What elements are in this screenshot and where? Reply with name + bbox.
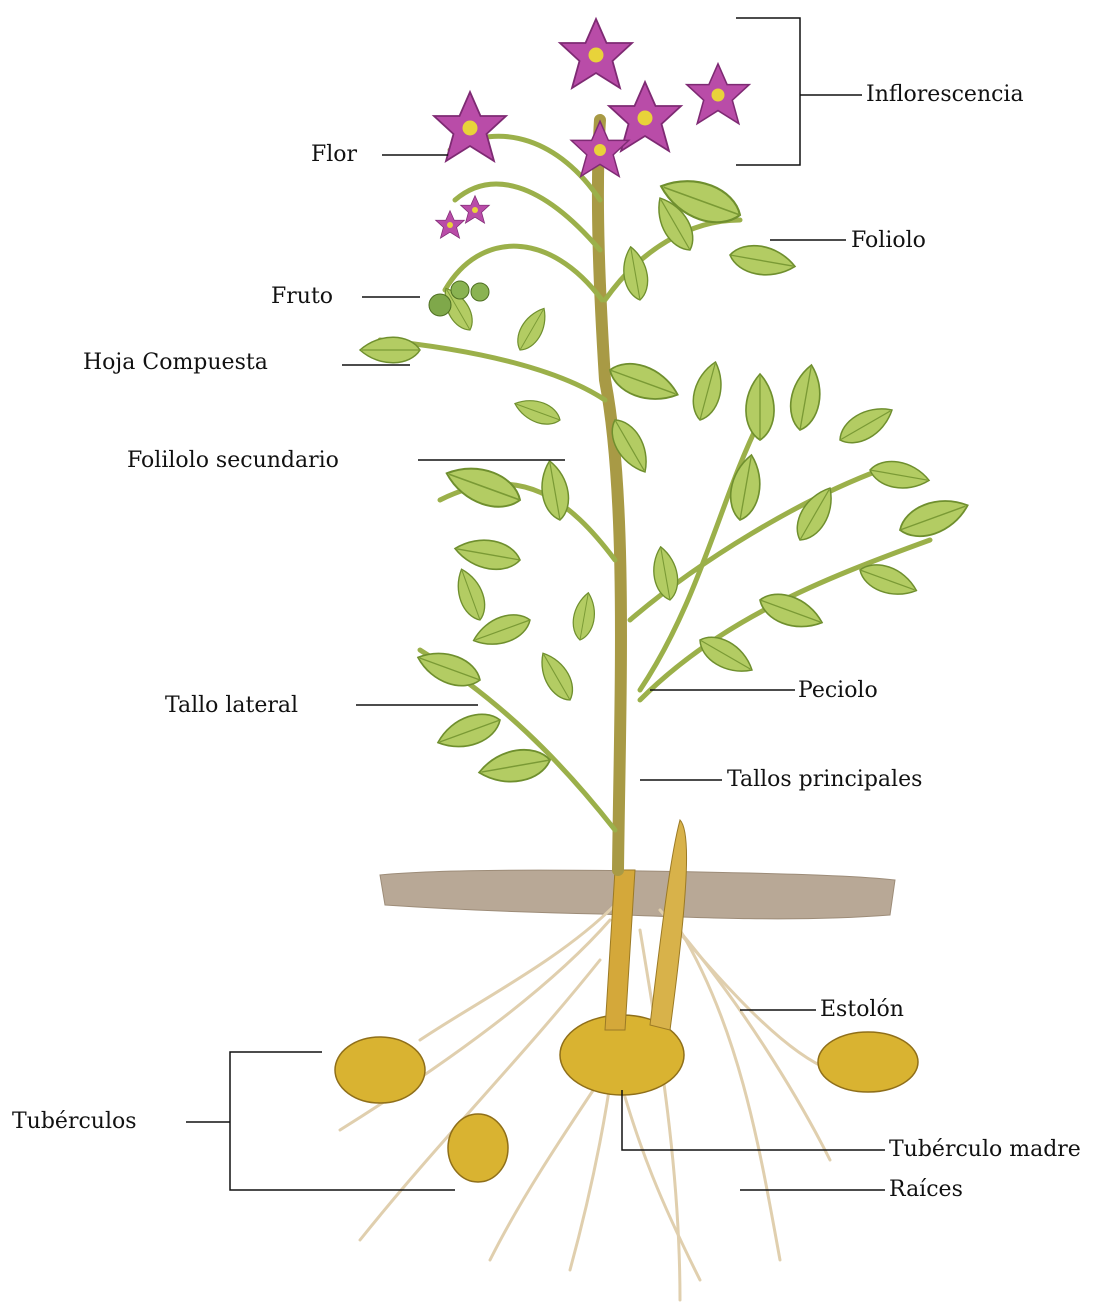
label-folilolo-secundario: Folilolo secundario (127, 450, 339, 472)
label-tuberculo-madre: Tubérculo madre (889, 1139, 1081, 1161)
roots (340, 905, 830, 1300)
leaves (360, 169, 973, 787)
soil-band (380, 870, 895, 919)
label-fruto: Fruto (271, 286, 333, 308)
label-foliolo: Foliolo (851, 230, 926, 252)
tuber-right (818, 1032, 918, 1092)
label-hoja-compuesta: Hoja Compuesta (83, 352, 268, 374)
tuber-left-upper (335, 1037, 425, 1103)
sprout-stem (650, 820, 687, 1030)
label-raices: Raíces (889, 1179, 963, 1201)
main-stem (598, 120, 621, 870)
tuber-left-lower (448, 1114, 508, 1182)
label-tallo-lateral: Tallo lateral (165, 695, 298, 717)
label-tuberculos: Tubérculos (12, 1111, 137, 1133)
label-flor: Flor (311, 144, 357, 166)
label-tallos-principales: Tallos principales (727, 769, 922, 791)
label-peciolo: Peciolo (798, 680, 878, 702)
label-estolon: Estolón (820, 999, 904, 1021)
label-inflorescencia: Inflorescencia (866, 84, 1024, 106)
